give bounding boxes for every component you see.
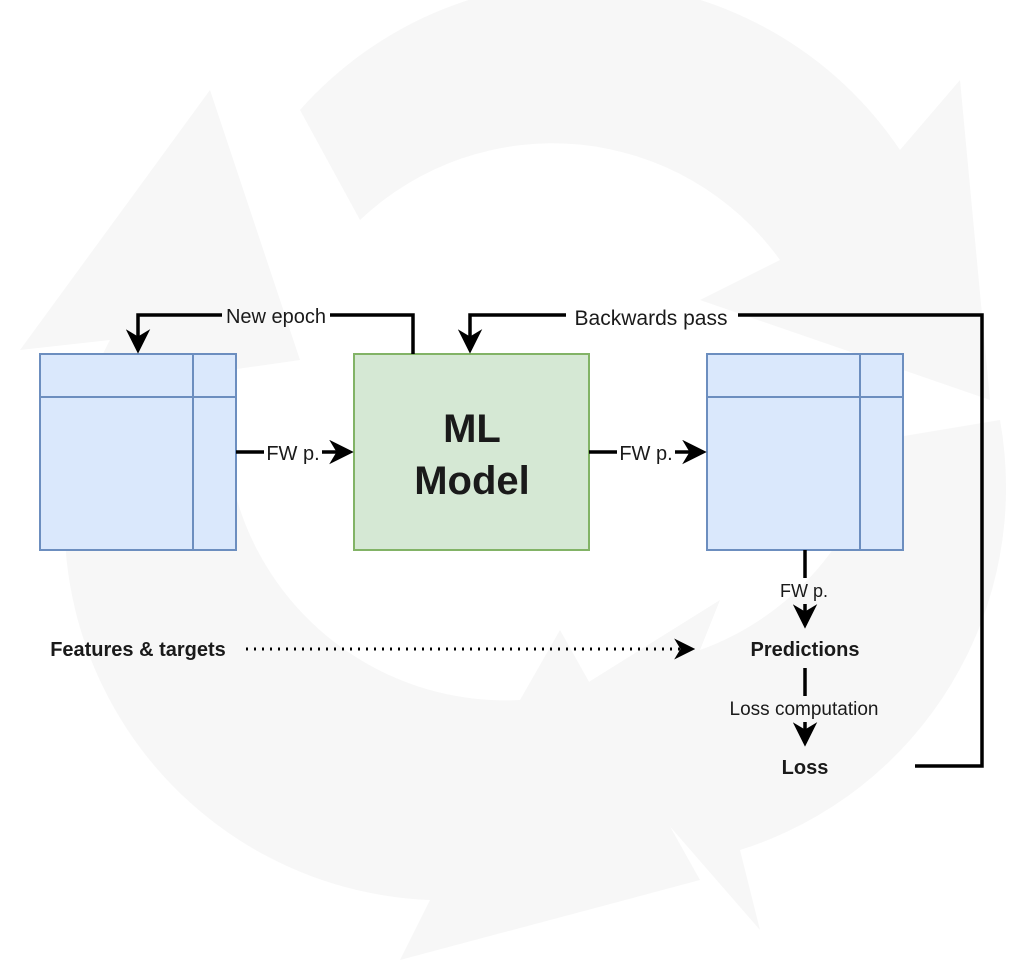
model-label-line2: Model [414,459,530,503]
edge-new-epoch [138,313,415,354]
node-features-targets: Features & targets [50,639,226,661]
label-fw-model-output: FW p. [619,443,672,465]
ml-model-box: ML Model [353,353,590,551]
label-fw-output-predictions: FW p. [780,581,828,601]
label-new-epoch: New epoch [226,306,326,328]
label-loss-computation: Loss computation [730,699,879,720]
node-loss: Loss [782,757,829,779]
model-label-line1: ML [443,407,501,451]
label-backwards-pass: Backwards pass [575,307,728,330]
label-fw-input-model: FW p. [266,443,319,465]
node-predictions: Predictions [751,639,860,661]
edge-backwards-pass [470,313,984,768]
output-table [706,353,904,551]
input-table [39,353,237,551]
